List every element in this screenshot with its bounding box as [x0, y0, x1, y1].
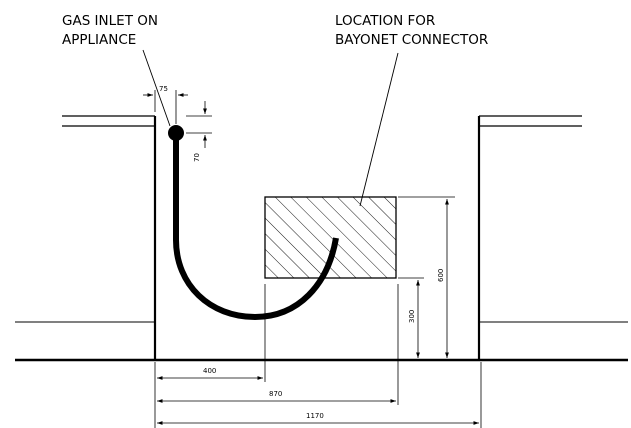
dim-70-label: 70	[193, 153, 201, 162]
dim-400-label: 400	[203, 367, 216, 375]
gas-inlet-point	[168, 125, 184, 141]
bayonet-label-line1: LOCATION FOR	[335, 13, 435, 29]
gas-inlet-label-line1: GAS INLET ON	[62, 13, 158, 29]
dim-75	[143, 90, 188, 124]
gas-inlet-leader	[142, 49, 171, 127]
bayonet-label-line2: BAYONET CONNECTOR	[335, 32, 488, 48]
gas-hose	[173, 135, 339, 321]
dim-horizontal-extensions	[154, 284, 482, 428]
right-cabinet	[477, 115, 628, 360]
gas-inlet-label-line2: APPLIANCE	[62, 32, 136, 48]
dim-1170-label: 1170	[306, 412, 324, 420]
dim-300-label: 300	[408, 310, 416, 323]
dim-70	[186, 101, 212, 148]
dim-75-label: 75	[159, 85, 168, 93]
dim-vertical-extensions	[398, 196, 455, 279]
left-cabinet	[15, 115, 157, 360]
dim-600-label: 600	[437, 269, 445, 282]
bayonet-leader	[359, 52, 399, 207]
dim-870-label: 870	[269, 390, 282, 398]
